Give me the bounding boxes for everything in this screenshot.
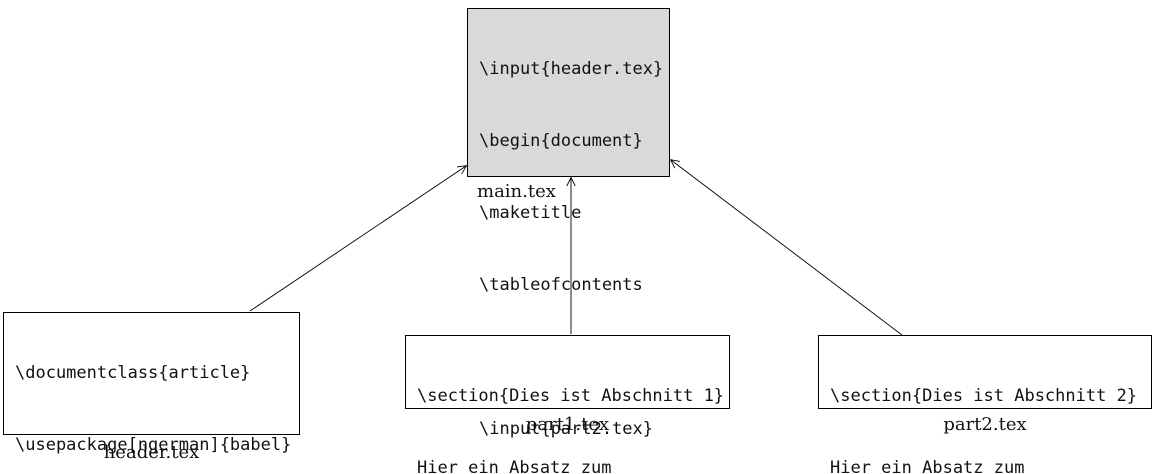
code-line: \section{Dies ist Abschnitt 2} bbox=[830, 386, 1138, 406]
code-line: Hier ein Absatz zum bbox=[830, 458, 1025, 474]
code-line: \input{part2.tex} bbox=[479, 419, 653, 439]
file-node-part2: \section{Dies ist Abschnitt 2} Hier ein … bbox=[818, 335, 1152, 474]
file-label-part2: part2.tex bbox=[943, 414, 1027, 435]
file-label-main: main.tex bbox=[477, 181, 556, 202]
code-line: \section{Dies ist Abschnitt 1} bbox=[417, 386, 725, 406]
edge-part2-to-main bbox=[669, 159, 903, 336]
file-node-header: \documentclass{article} \usepackage[nger… bbox=[3, 312, 300, 455]
edge-header-to-main bbox=[249, 165, 468, 312]
code-line: \usepackage[ngerman]{babel} bbox=[15, 435, 292, 455]
code-line: \documentclass{article} bbox=[15, 363, 251, 383]
code-line: \begin{document} bbox=[479, 131, 643, 151]
file-label-header: header.tex bbox=[103, 442, 200, 463]
file-node-main: \input{header.tex} \begin{document} \mak… bbox=[467, 8, 670, 439]
code-line: \input{header.tex} bbox=[479, 59, 664, 79]
file-label-part1: part1.tex bbox=[525, 414, 610, 435]
code-line: \maketitle bbox=[479, 203, 582, 223]
code-line: \tableofcontents bbox=[479, 275, 643, 295]
code-line: Hier ein Absatz zum bbox=[417, 458, 612, 474]
file-node-part1: \section{Dies ist Abschnitt 1} Hier ein … bbox=[405, 335, 730, 474]
